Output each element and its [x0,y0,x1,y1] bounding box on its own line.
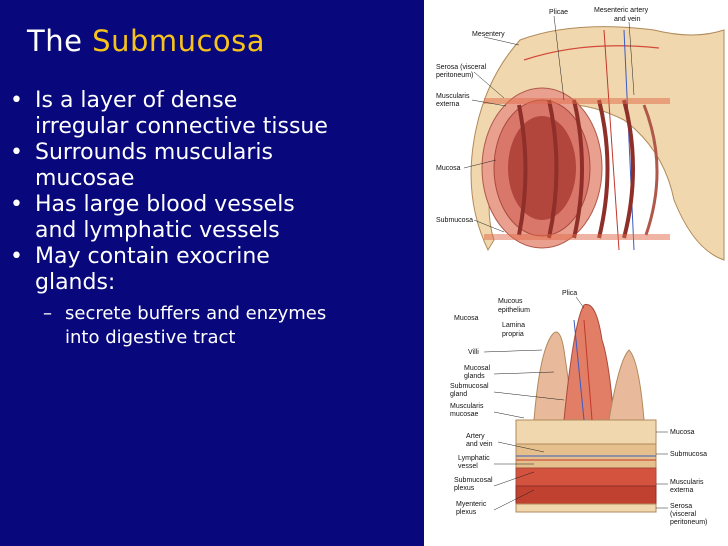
label-submucosa: Submucosa [436,217,473,224]
label-serosa: Serosa (visceral [436,64,487,71]
label-mucosa-left: Mucosa [454,315,479,322]
label-muscularis: Muscularis [436,93,470,100]
sub-bullet-text: secrete buffers and enzymes into digesti… [65,303,327,348]
bullet-item: • Is a layer of dense irregular connecti… [10,88,330,140]
intestine-svg: Plicae Mesenteric artery and vein Mesent… [436,7,725,526]
bullet-item: • Surrounds muscularis mucosae [10,140,330,192]
label-serosa-right: Serosa [670,503,692,510]
label-artery: Artery [466,433,485,440]
label-peritoneum: peritoneum) [436,72,473,79]
intestine-section-drawing [470,26,725,261]
label-glands: glands [464,373,485,380]
bullet-icon: • [10,244,23,269]
bullet-icon: • [10,140,23,165]
bullet-text: Is a layer of dense irregular connective… [35,88,328,139]
bullet-icon: • [10,192,23,217]
bullet-text: Surrounds muscularis mucosae [35,140,273,191]
intestine-illustration: Plicae Mesenteric artery and vein Mesent… [424,0,728,546]
label-mesentery: Mesentery [472,31,505,38]
label-mucous: Mucous [498,298,523,305]
label-submucosal: Submucosal [450,383,489,390]
label-lamina: Lamina [502,322,525,329]
label-peritoneum-right: peritoneum) [670,519,707,526]
label-gland: gland [450,391,467,398]
label-villi: Villi [468,349,479,356]
slide-title: The Submucosa [27,24,265,58]
label-propria: propria [502,331,524,338]
label-plica: Plica [562,290,577,297]
title-highlight: Submucosa [92,24,266,58]
label-submucosal-plexus: Submucosal [454,477,493,484]
bullet-text: Has large blood vessels and lymphatic ve… [35,192,295,243]
bullet-icon: • [10,88,23,113]
label-plexus: plexus [454,485,475,492]
label-artery-and-vein: and vein [466,441,493,448]
label-muscularis-right: Muscularis [670,479,704,486]
title-prefix: The [27,24,83,58]
top-labels: Plicae Mesenteric artery and vein Mesent… [436,7,649,224]
label-externa: externa [436,101,459,108]
label-externa-right: externa [670,487,693,494]
sub-bullet-item: – secrete buffers and enzymes into diges… [10,302,330,350]
bullet-item: • Has large blood vessels and lymphatic … [10,192,330,244]
label-mucosal: Mucosal [464,365,491,372]
label-vessel: vessel [458,463,478,470]
label-muscularis-bottom: Muscularis [450,403,484,410]
leader-lines [463,15,668,511]
label-mucosae: mucosae [450,411,479,418]
bottom-labels: Plica Mucous epithelium Mucosa Lamina pr… [450,290,707,526]
label-myenteric-plexus: plexus [456,509,477,516]
label-mesenteric: Mesenteric artery [594,7,649,14]
label-visceral-right: (visceral [670,511,697,518]
bullet-text: May contain exocrine glands: [35,244,270,295]
label-mucosa: Mucosa [436,165,461,172]
label-lymphatic: Lymphatic [458,455,490,462]
label-mucosa-right: Mucosa [670,429,695,436]
label-myenteric: Myenteric [456,501,487,508]
label-submucosa-right: Submucosa [670,451,707,458]
label-epithelium: epithelium [498,307,530,314]
villus-drawing [515,303,657,513]
label-and-vein: and vein [614,16,641,23]
sub-bullet-icon: – [43,303,52,324]
label-plicae: Plicae [549,9,568,16]
bullet-item: • May contain exocrine glands: [10,244,330,296]
bullet-list: • Is a layer of dense irregular connecti… [10,88,330,350]
